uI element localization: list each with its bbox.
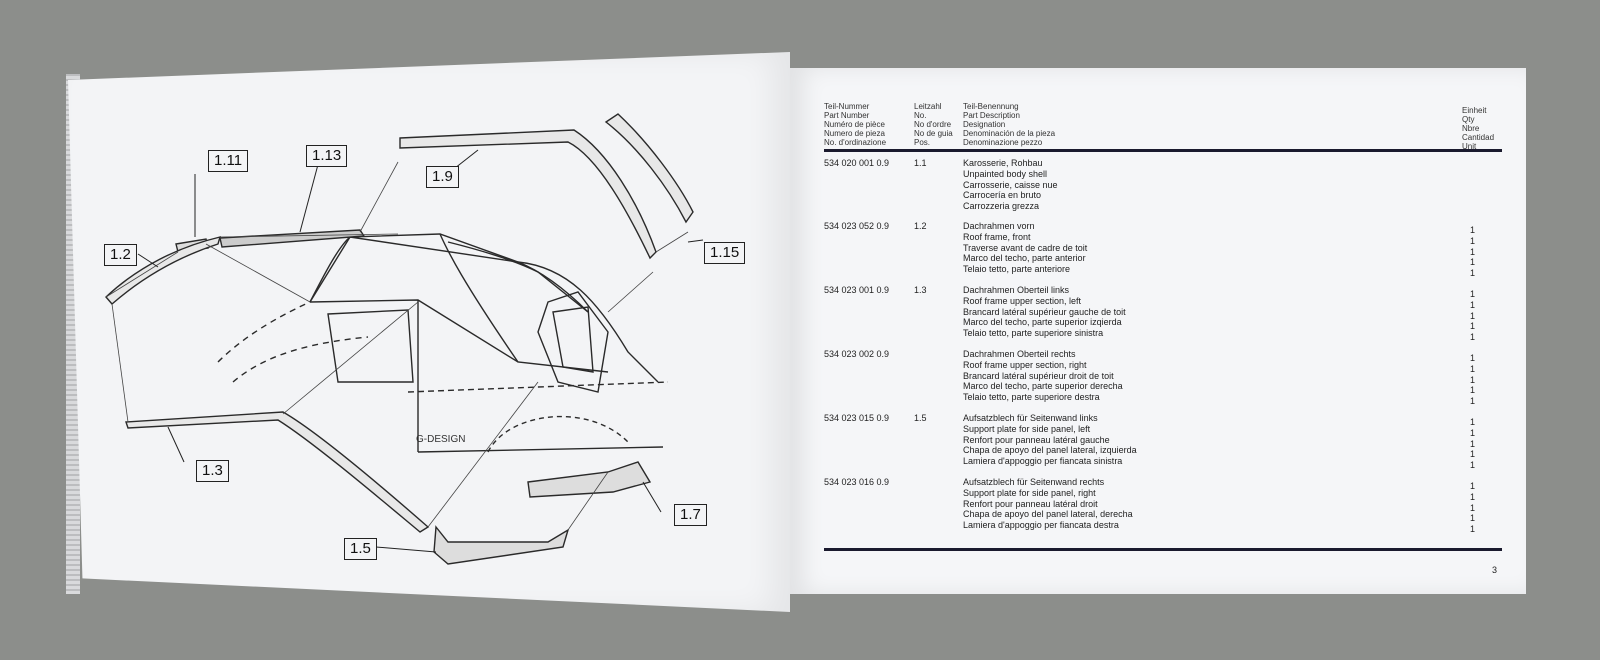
callout-1-15: 1.15	[704, 242, 746, 264]
header-position: Leitzahl No. No d'ordre No de guia Pos.	[914, 102, 953, 147]
header-divider	[824, 149, 1502, 152]
part-number: 534 023 016 0.9	[824, 477, 890, 487]
position-number: 1.2	[914, 221, 927, 231]
part-description: Dachrahmen Oberteil rechts Roof frame up…	[963, 349, 1123, 403]
front-dashed	[232, 336, 369, 383]
part-description: Aufsatzblech für Seitenwand rechts Suppo…	[963, 477, 1133, 531]
part-1-13	[219, 229, 366, 248]
right-page	[790, 68, 1526, 594]
rear-quarter	[517, 261, 659, 383]
callout-1-7: 1.7	[674, 504, 707, 526]
header-part-number: Teil-Nummer Part Number Numéro de pièce …	[824, 102, 887, 147]
wheel-arch	[487, 415, 629, 453]
part-number: 534 023 015 0.9	[824, 413, 890, 423]
part-number: 534 023 052 0.9	[824, 221, 890, 231]
callout-1-9: 1.9	[426, 166, 459, 188]
callout-1-13: 1.13	[306, 145, 348, 167]
part-1-2	[105, 236, 222, 305]
callout-1-11: 1.11	[208, 150, 249, 172]
quantity: 1 1 1 1 1	[1470, 417, 1476, 471]
hood-dashed	[217, 301, 311, 363]
part-number: 534 023 002 0.9	[824, 349, 890, 359]
c-pillar	[439, 233, 519, 363]
part-number: 534 023 001 0.9	[824, 285, 890, 295]
rear-structure-inner	[552, 306, 594, 373]
footer-divider	[824, 548, 1502, 551]
window-line	[327, 309, 414, 383]
quantity: 1 1 1 1 1	[1470, 481, 1476, 535]
body-lower	[417, 446, 664, 453]
part-description: Dachrahmen vorn Roof frame, front Traver…	[963, 221, 1088, 275]
body-side	[407, 381, 669, 393]
callout-1-3: 1.3	[196, 460, 229, 482]
part-description: Dachrahmen Oberteil links Roof frame upp…	[963, 285, 1126, 339]
part-description: Aufsatzblech für Seitenwand links Suppor…	[963, 413, 1137, 467]
part-1-5	[433, 525, 570, 565]
part-description: Karosserie, Rohbau Unpainted body shell …	[963, 158, 1058, 212]
part-number: 534 020 001 0.9	[824, 158, 890, 168]
quantity: 1 1 1 1 1	[1470, 353, 1476, 407]
header-description: Teil-Benennung Part Description Designat…	[963, 102, 1056, 147]
position-number: 1.5	[914, 413, 927, 423]
g-design-watermark: G-DESIGN	[416, 434, 465, 445]
rear-structure	[537, 291, 609, 393]
body-shell-exploded-diagram: G-DESIGN	[105, 113, 704, 565]
position-number: 1.1	[914, 158, 927, 168]
rear-window	[447, 241, 589, 313]
page-number: 3	[1492, 565, 1498, 575]
callout-1-5: 1.5	[344, 538, 377, 560]
part-1-15	[604, 113, 694, 224]
a-pillar	[309, 236, 351, 303]
part-1-7	[527, 461, 652, 498]
part-1-9	[399, 129, 657, 260]
quantity: 1 1 1 1 1	[1470, 289, 1476, 343]
position-number: 1.3	[914, 285, 927, 295]
part-1-3	[125, 411, 430, 533]
callout-1-2: 1.2	[104, 244, 137, 266]
header-unit: Einheit Qty Nbre Cantidad Unit	[1462, 106, 1495, 151]
quantity: 1 1 1 1 1	[1470, 225, 1476, 279]
